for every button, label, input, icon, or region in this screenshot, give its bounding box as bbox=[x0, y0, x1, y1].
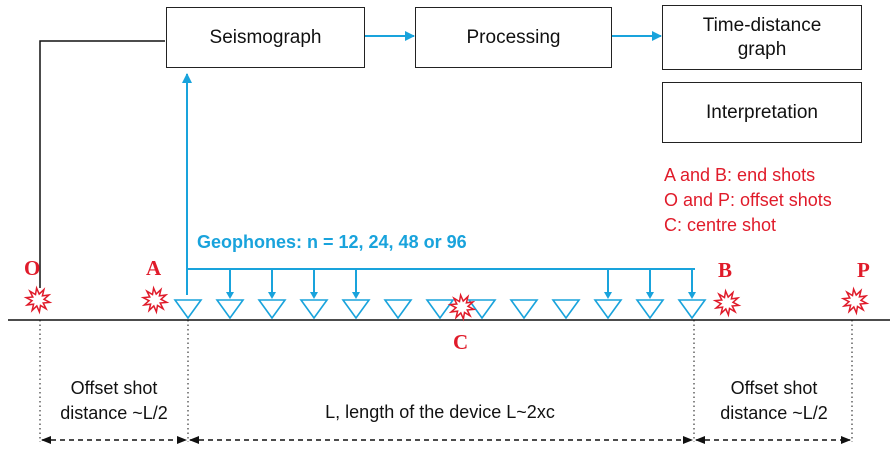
shot-label-o: O bbox=[24, 256, 41, 280]
shot-legend: A and B: end shots O and P: offset shots… bbox=[664, 163, 832, 238]
legend-offset-shots: O and P: offset shots bbox=[664, 190, 832, 210]
shot-burst-c-icon bbox=[447, 292, 477, 322]
distance-label-right: Offset shot distance ~L/2 bbox=[720, 378, 828, 423]
geophone-icon bbox=[383, 299, 413, 320]
geophone-drop-arrow bbox=[604, 292, 612, 299]
shot-bursts bbox=[23, 285, 870, 322]
geophone-icon bbox=[425, 299, 455, 320]
distance-label-middle: L, length of the device L~2xc bbox=[325, 402, 555, 422]
interpretation-box: Interpretation bbox=[662, 82, 862, 143]
offset-shot-cable bbox=[39, 40, 165, 288]
geophone-icon bbox=[635, 299, 665, 320]
seismograph-box: Seismograph bbox=[166, 7, 365, 68]
legend-end-shots: A and B: end shots bbox=[664, 165, 816, 185]
geophone-drop-arrow bbox=[310, 292, 318, 299]
geophones-label: Geophones: n = 12, 24, 48 or 96 bbox=[197, 232, 467, 252]
geophone-icon bbox=[215, 299, 245, 320]
geophone-icon bbox=[341, 299, 371, 320]
geophone-drop-arrow bbox=[352, 292, 360, 299]
geophone-icon bbox=[467, 299, 497, 320]
shot-label-p: P bbox=[857, 258, 870, 282]
geophone-drop-arrow bbox=[268, 292, 276, 299]
processing-box: Processing bbox=[415, 7, 612, 68]
time-distance-graph-box: Time-distance graph bbox=[662, 5, 862, 70]
geophone-icon bbox=[173, 299, 203, 320]
geophone-array bbox=[173, 299, 707, 320]
distance-label-left: Offset shot distance ~L/2 bbox=[60, 378, 168, 423]
geophone-icon bbox=[299, 299, 329, 320]
geophone-icon bbox=[551, 299, 581, 320]
shot-burst-a-icon bbox=[140, 285, 170, 315]
legend-centre-shot: C: centre shot bbox=[664, 215, 777, 235]
shot-burst-b-icon bbox=[712, 288, 742, 318]
interpretation-label: Interpretation bbox=[706, 101, 818, 123]
processing-label: Processing bbox=[466, 26, 561, 48]
geophone-drops bbox=[226, 269, 696, 299]
shot-label-a: A bbox=[146, 256, 162, 280]
geophone-icon bbox=[677, 299, 707, 320]
shot-label-b: B bbox=[718, 258, 733, 282]
geophone-icon bbox=[593, 299, 623, 320]
shot-burst-p-icon bbox=[840, 286, 870, 316]
seismograph-label: Seismograph bbox=[209, 26, 322, 48]
geophone-drop-arrow bbox=[688, 292, 696, 299]
time-distance-graph-label: Time-distance graph bbox=[702, 14, 822, 60]
geophone-icon bbox=[509, 299, 539, 320]
shot-burst-o-icon bbox=[23, 285, 53, 315]
geophone-drop-arrow bbox=[646, 292, 654, 299]
geophone-icon bbox=[257, 299, 287, 320]
shot-label-c: C bbox=[453, 330, 469, 354]
geophone-drop-arrow bbox=[226, 292, 234, 299]
